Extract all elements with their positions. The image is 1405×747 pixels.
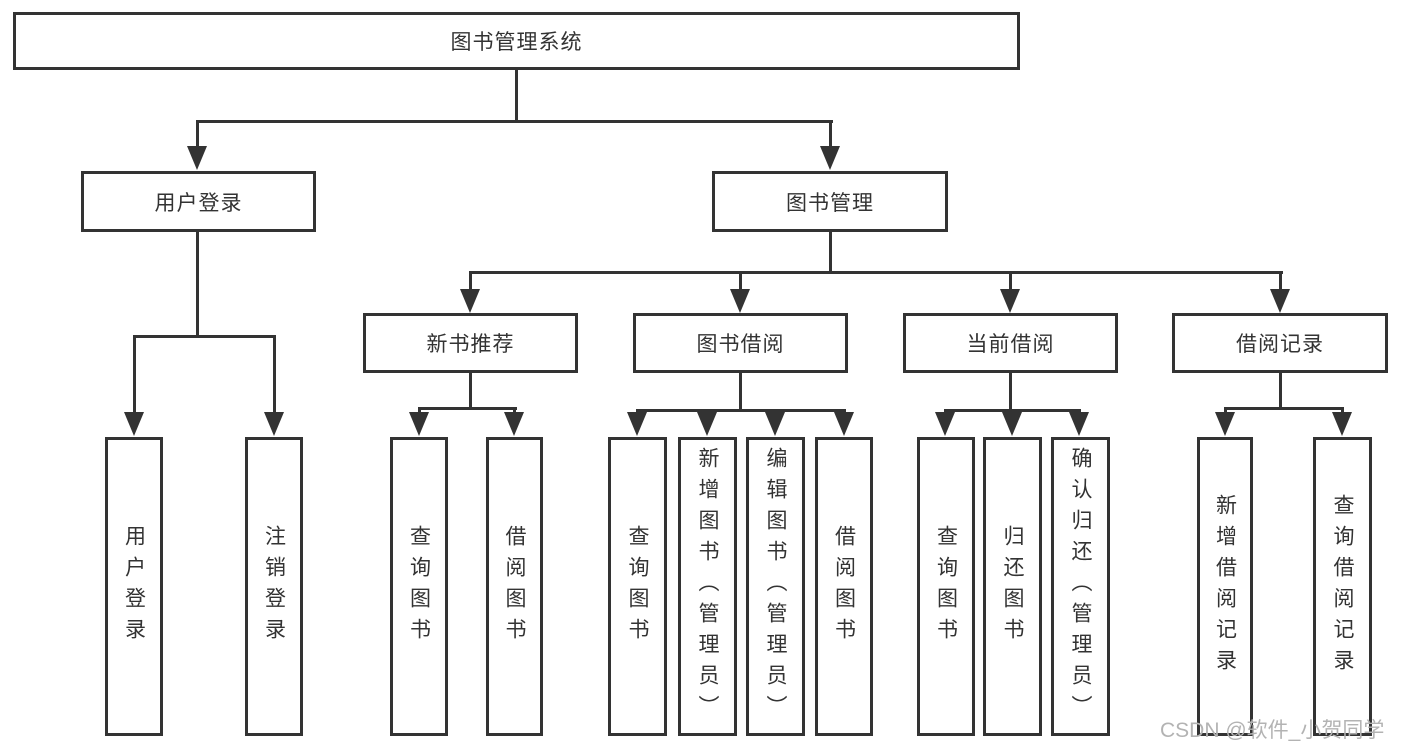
node-book-management: 图书管理 [712, 171, 948, 232]
leaf-query-books-recommend-label: 查询图书 [407, 524, 431, 649]
csdn-watermark-text: CSDN @软件_小贺同学 [1160, 719, 1385, 742]
node-user-login: 用户登录 [81, 171, 316, 232]
connector-book-borrow-drop [739, 373, 742, 412]
leaf-borrow-books-recommend: 借阅图书 [486, 437, 543, 736]
connector-to-user-login [196, 120, 199, 150]
leaf-add-books-admin: 新增图书（管理员） [678, 437, 737, 736]
leaf-edit-books-admin: 编辑图书（管理员） [746, 437, 805, 736]
arrowhead-book-mgmt [820, 146, 840, 170]
node-current-borrow: 当前借阅 [903, 313, 1118, 373]
connector-borrow-record-rail [1224, 407, 1344, 410]
connector-user-login-rail [133, 335, 276, 338]
leaf-logout: 注销登录 [245, 437, 303, 736]
connector-to-leaf-logout [273, 335, 276, 414]
connector-current-borrow-drop [1009, 373, 1012, 412]
leaf-borrow-books: 借阅图书 [815, 437, 873, 736]
node-current-borrow-label: 当前借阅 [966, 333, 1055, 356]
leaf-confirm-return-admin: 确认归还（管理员） [1051, 437, 1110, 736]
leaf-edit-books-admin-label: 编辑图书（管理员） [764, 447, 787, 726]
leaf-borrow-books-label: 借阅图书 [832, 524, 856, 649]
arrowhead-c2 [1002, 412, 1022, 436]
connector-d1 [1224, 407, 1227, 416]
leaf-borrow-books-recommend-label: 借阅图书 [503, 524, 526, 649]
connector-to-book-mgmt [829, 120, 832, 150]
leaf-query-borrow-record-label: 查询借阅记录 [1331, 493, 1354, 680]
arrowhead-leaf-logout [264, 412, 284, 436]
connector-new-book-drop [469, 373, 472, 410]
arrowhead-b3 [765, 412, 785, 436]
node-new-book-recommend-label: 新书推荐 [426, 333, 515, 356]
node-new-book-recommend: 新书推荐 [363, 313, 578, 373]
leaf-query-books-borrow-label: 查询图书 [626, 524, 649, 649]
connector-to-leaf-user-login [133, 335, 136, 414]
connector-to-borrow-record [1279, 271, 1282, 291]
arrowhead-book-borrow [730, 289, 750, 313]
connector-root-drop [515, 70, 518, 122]
node-book-borrow: 图书借阅 [633, 313, 848, 373]
arrowhead-b1 [627, 412, 647, 436]
connector-level1-rail [196, 120, 833, 123]
leaf-user-login-label: 用户登录 [122, 524, 146, 649]
leaf-confirm-return-admin-label: 确认归还（管理员） [1069, 447, 1092, 726]
node-book-management-label: 图书管理 [786, 191, 874, 215]
arrowhead-d2 [1332, 412, 1352, 436]
node-borrow-records-label: 借阅记录 [1236, 333, 1324, 356]
connector-user-login-drop [196, 232, 199, 338]
arrowhead-b4 [834, 412, 854, 436]
leaf-user-login: 用户登录 [105, 437, 163, 736]
node-library-system: 图书管理系统 [13, 12, 1020, 70]
leaf-add-borrow-record: 新增借阅记录 [1197, 437, 1253, 736]
node-user-login-label: 用户登录 [154, 191, 243, 215]
arrowhead-c1 [935, 412, 955, 436]
leaf-logout-label: 注销登录 [262, 524, 286, 649]
node-borrow-records: 借阅记录 [1172, 313, 1388, 373]
leaf-return-books: 归还图书 [983, 437, 1042, 736]
leaf-add-borrow-record-label: 新增借阅记录 [1213, 493, 1237, 680]
leaf-add-books-admin-label: 新增图书（管理员） [696, 447, 719, 726]
connector-a1 [418, 407, 421, 416]
arrowhead-borrow-record [1270, 289, 1290, 313]
leaf-query-borrow-record: 查询借阅记录 [1313, 437, 1372, 736]
connector-a2 [513, 407, 516, 416]
connector-borrow-record-drop [1279, 373, 1282, 410]
connector-level3-rail [469, 271, 1283, 274]
arrowhead-leaf-user-login [124, 412, 144, 436]
leaf-query-books-borrow: 查询图书 [608, 437, 667, 736]
connector-to-book-borrow [739, 271, 742, 291]
connector-book-borrow-rail [636, 409, 846, 412]
arrowhead-c3 [1069, 412, 1089, 436]
leaf-query-books-current-label: 查询图书 [934, 524, 958, 649]
node-library-system-label: 图书管理系统 [450, 31, 583, 54]
connector-book-mgmt-drop [829, 232, 832, 274]
arrowhead-user-login [187, 146, 207, 170]
connector-new-book-rail [418, 407, 517, 410]
arrowhead-current-borrow [1000, 289, 1020, 313]
node-book-borrow-label: 图书借阅 [696, 333, 785, 356]
arrowhead-a1 [409, 412, 429, 436]
connector-to-current-borrow [1009, 271, 1012, 291]
arrowhead-b2 [697, 412, 717, 436]
arrowhead-d1 [1215, 412, 1235, 436]
csdn-watermark: CSDN @软件_小贺同学 [1160, 714, 1384, 744]
leaf-query-books-current: 查询图书 [917, 437, 975, 736]
connector-to-new-book [469, 271, 472, 291]
arrowhead-a2 [504, 412, 524, 436]
leaf-return-books-label: 归还图书 [1001, 524, 1024, 649]
arrowhead-new-book [460, 289, 480, 313]
connector-d2 [1341, 407, 1344, 416]
leaf-query-books-recommend: 查询图书 [390, 437, 448, 736]
